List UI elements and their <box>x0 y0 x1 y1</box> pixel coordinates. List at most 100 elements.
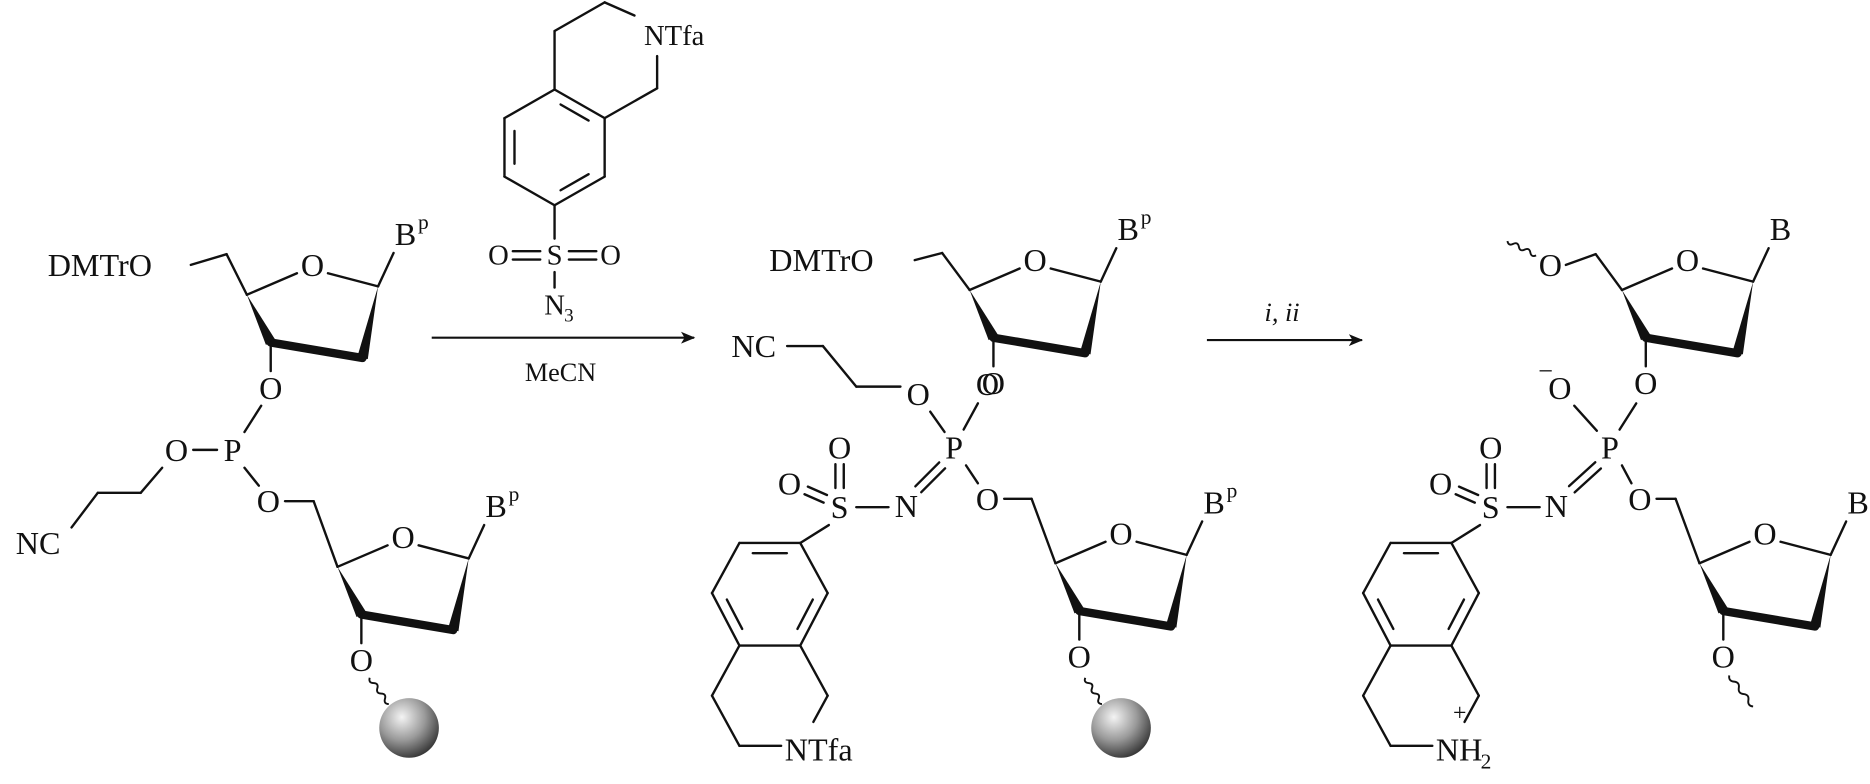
ring-oxygen-label: O <box>1753 515 1776 551</box>
protecting-group-superscript: p <box>1227 478 1238 502</box>
3-prime-oxygen-label: O <box>1712 638 1735 674</box>
3-prime-oxygen-label: O <box>350 642 373 678</box>
bond <box>1135 540 1188 557</box>
oxygen-label: O <box>976 366 999 402</box>
nucleobase-label: B <box>1203 484 1224 520</box>
3-prime-oxygen-label: O <box>259 370 282 406</box>
bond <box>553 1 606 33</box>
wedge-bond <box>1732 281 1754 355</box>
ammonium-subscript: 2 <box>1481 749 1492 773</box>
azide-nitrogen-label: N <box>544 289 565 321</box>
bond <box>710 644 741 697</box>
negative-charge: − <box>1538 357 1553 386</box>
bond <box>1457 485 1480 497</box>
bond <box>559 103 590 122</box>
sulfur-label: S <box>547 239 563 271</box>
protecting-group-superscript: p <box>509 482 520 506</box>
bond <box>1450 541 1481 595</box>
nucleobase-label: B <box>485 488 506 524</box>
solvent-label: MeCN <box>525 358 596 387</box>
bond <box>799 523 831 545</box>
bond <box>1701 267 1755 283</box>
bond <box>1361 591 1392 647</box>
bond <box>799 591 829 647</box>
bond <box>1463 694 1481 724</box>
wedge-bond <box>1165 554 1187 628</box>
bond <box>725 598 744 631</box>
ring-oxygen-label: O <box>301 247 324 283</box>
phosphorus-label: P <box>1601 429 1619 465</box>
bond <box>1030 497 1057 565</box>
bond <box>1450 523 1482 545</box>
bond <box>1454 493 1476 504</box>
bond <box>710 694 741 748</box>
dmtr-group-label: DMTrO <box>769 242 873 278</box>
bond <box>1620 464 1633 485</box>
bond <box>139 466 164 495</box>
bond <box>1829 520 1848 557</box>
nucleobase-label: B <box>1117 211 1138 247</box>
bond <box>70 491 99 529</box>
bond <box>189 252 228 267</box>
solid-support-bead <box>379 698 439 758</box>
bond <box>964 464 980 485</box>
nucleobase-label: B <box>1847 484 1868 520</box>
nucleobase-label: B <box>1770 211 1791 247</box>
3-prime-oxygen-label: O <box>1634 365 1657 401</box>
bond <box>503 175 556 207</box>
bond <box>1049 267 1102 283</box>
sulfonyl-oxygen-label: O <box>828 429 851 465</box>
bond <box>1099 247 1118 283</box>
bond <box>1054 540 1107 565</box>
3-prime-oxygen-label: O <box>1068 638 1091 674</box>
bond <box>1698 540 1751 565</box>
wedge-bond <box>337 566 367 617</box>
sulfur-label: S <box>1482 489 1500 525</box>
bond <box>1361 541 1392 595</box>
bond <box>553 88 606 120</box>
wedge-bond <box>1080 281 1101 355</box>
bond <box>376 251 395 288</box>
bond <box>336 544 389 569</box>
conditions-label: i, ii <box>1265 298 1300 327</box>
ring-oxygen-label: O <box>391 519 414 555</box>
bond <box>243 404 263 434</box>
sulfur-label: S <box>831 489 849 525</box>
bond <box>312 499 339 569</box>
bond <box>603 1 636 17</box>
bond <box>1751 247 1770 283</box>
phosphorus-label: P <box>945 429 963 465</box>
bond <box>1641 333 1742 358</box>
bond <box>243 466 260 487</box>
dmtr-group-label: DMTrO <box>48 247 152 283</box>
bond <box>1674 497 1701 565</box>
ring-oxygen-label: O <box>1676 242 1699 278</box>
bond <box>1618 402 1638 431</box>
wavy-bond-attachment <box>1083 677 1103 706</box>
bond <box>503 88 556 120</box>
wavy-bond-attachment <box>368 677 389 706</box>
bond <box>799 644 829 697</box>
bond <box>225 252 249 296</box>
ring-oxygen-label: O <box>1024 242 1047 278</box>
bond <box>266 338 367 363</box>
bond <box>1450 591 1481 647</box>
bond <box>1376 598 1395 631</box>
bond <box>1185 520 1204 557</box>
bond <box>914 461 941 488</box>
bond <box>803 493 825 504</box>
bond <box>1450 644 1481 697</box>
5-prime-oxygen-label: O <box>976 481 999 517</box>
bond <box>913 251 944 262</box>
bond <box>989 333 1090 358</box>
sulfonyl-oxygen-label: O <box>488 239 509 271</box>
bond <box>968 267 1021 292</box>
sulfonyl-oxygen-label: O <box>778 465 801 501</box>
wedge-bond <box>969 289 999 341</box>
bond <box>1620 267 1674 292</box>
3-prime-oxygen-label: O <box>982 365 1005 401</box>
oxygen-label: O <box>165 432 188 468</box>
sulfonyl-oxygen-label: O <box>600 239 621 271</box>
bond <box>962 402 980 431</box>
